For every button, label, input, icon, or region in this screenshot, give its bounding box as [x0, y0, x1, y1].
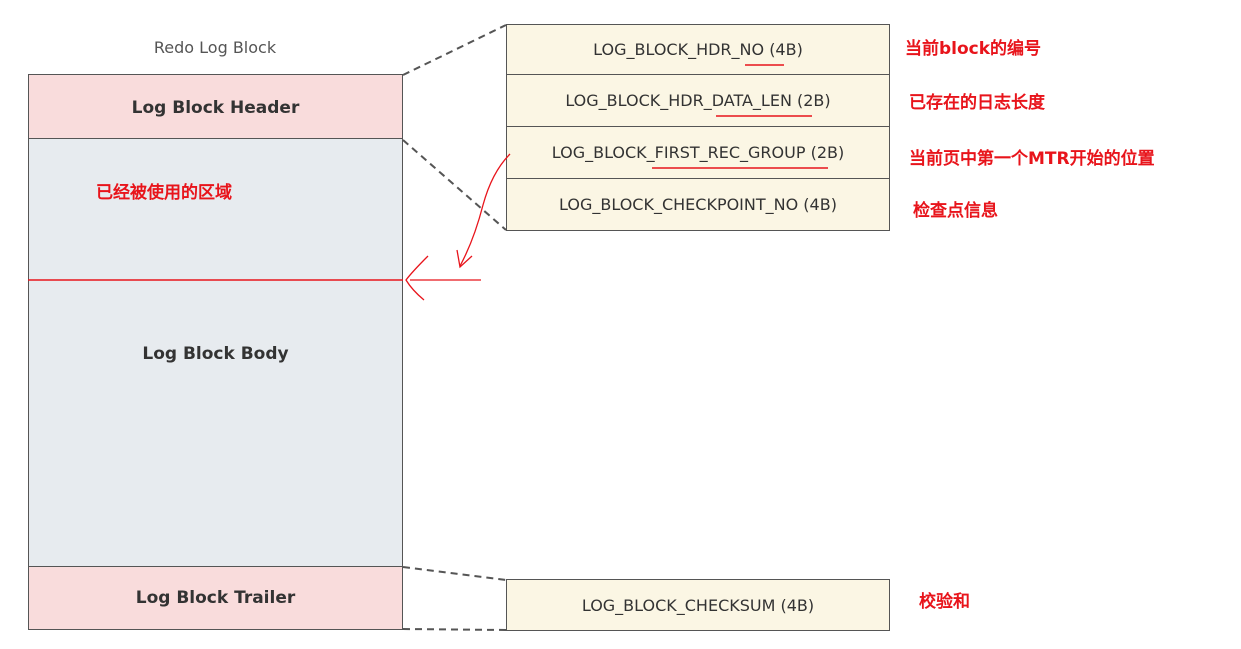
log-block-trailer-label: Log Block Trailer	[135, 588, 296, 608]
trailer-top-connector	[402, 566, 507, 581]
log-block-header-label: Log Block Header	[131, 98, 300, 118]
header-top-connector	[402, 24, 507, 76]
divider-arrowhead	[405, 255, 429, 301]
field-first-rec-group-label: LOG_BLOCK_FIRST_REC_GROUP (2B)	[551, 143, 845, 162]
note-hdr-data-len: 已存在的日志长度	[909, 93, 1045, 113]
field-checkpoint-no-label: LOG_BLOCK_CHECKPOINT_NO (4B)	[559, 195, 837, 214]
field-hdr-data-len-label: LOG_BLOCK_HDR_DATA_LEN (2B)	[565, 91, 831, 110]
field-checkpoint-no: LOG_BLOCK_CHECKPOINT_NO (4B)	[506, 178, 890, 231]
used-area-note: 已经被使用的区域	[96, 183, 232, 203]
note-first-rec-group: 当前页中第一个MTR开始的位置	[909, 149, 1155, 169]
first-rec-arrowhead	[456, 249, 473, 269]
first-rec-arrow	[459, 153, 511, 267]
field-first-rec-group: LOG_BLOCK_FIRST_REC_GROUP (2B)	[506, 126, 890, 179]
note-checksum: 校验和	[919, 592, 970, 612]
note-hdr-no: 当前block的编号	[905, 39, 1042, 59]
trailer-bottom-connector	[402, 628, 507, 631]
note-checkpoint-no: 检查点信息	[913, 201, 998, 221]
header-bottom-connector	[402, 139, 507, 231]
field-checksum-label: LOG_BLOCK_CHECKSUM (4B)	[581, 595, 815, 615]
field-hdr-no: LOG_BLOCK_HDR_NO (4B)	[506, 24, 890, 75]
log-block-body-label: Log Block Body	[142, 344, 289, 364]
field-hdr-data-len: LOG_BLOCK_HDR_DATA_LEN (2B)	[506, 74, 890, 127]
field-hdr-no-label: LOG_BLOCK_HDR_NO (4B)	[593, 40, 803, 59]
log-block-trailer: Log Block Trailer	[28, 566, 403, 630]
field-checksum: LOG_BLOCK_CHECKSUM (4B)	[506, 579, 890, 631]
log-block-body: Log Block Body	[28, 138, 403, 568]
diagram-caption: Redo Log Block	[153, 38, 277, 57]
